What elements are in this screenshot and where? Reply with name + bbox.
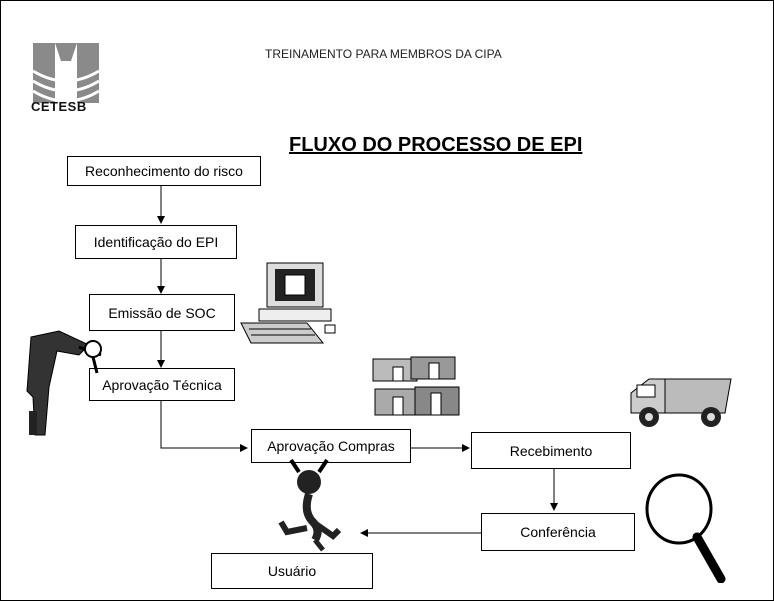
computer-icon [240,262,336,344]
arrow-4 [160,401,248,452]
happy-figure-icon [278,458,342,552]
step-reconhecimento: Reconhecimento do risco [67,156,261,186]
cetesb-logo-icon [32,43,100,103]
step-identificacao: Identificação do EPI [75,225,237,259]
step-aprovacao-tecnica: Aprovação Técnica [89,368,235,401]
step-recebimento: Recebimento [471,432,631,469]
truck-icon [630,378,732,427]
step-aprovacao-compras: Aprovação Compras [251,429,411,463]
man-with-magnifier-icon [26,330,102,436]
step-emissao: Emissão de SOC [89,294,235,331]
header-text: TREINAMENTO PARA MEMBROS DA CIPA [265,47,502,61]
step-conferencia: Conferência [481,513,635,551]
document-stacks-icon [372,356,460,416]
magnifying-glass-icon [645,473,726,583]
step-usuario: Usuário [211,553,373,589]
logo-text: CETESB [31,99,87,114]
page-title: FLUXO DO PROCESSO DE EPI [289,134,583,156]
